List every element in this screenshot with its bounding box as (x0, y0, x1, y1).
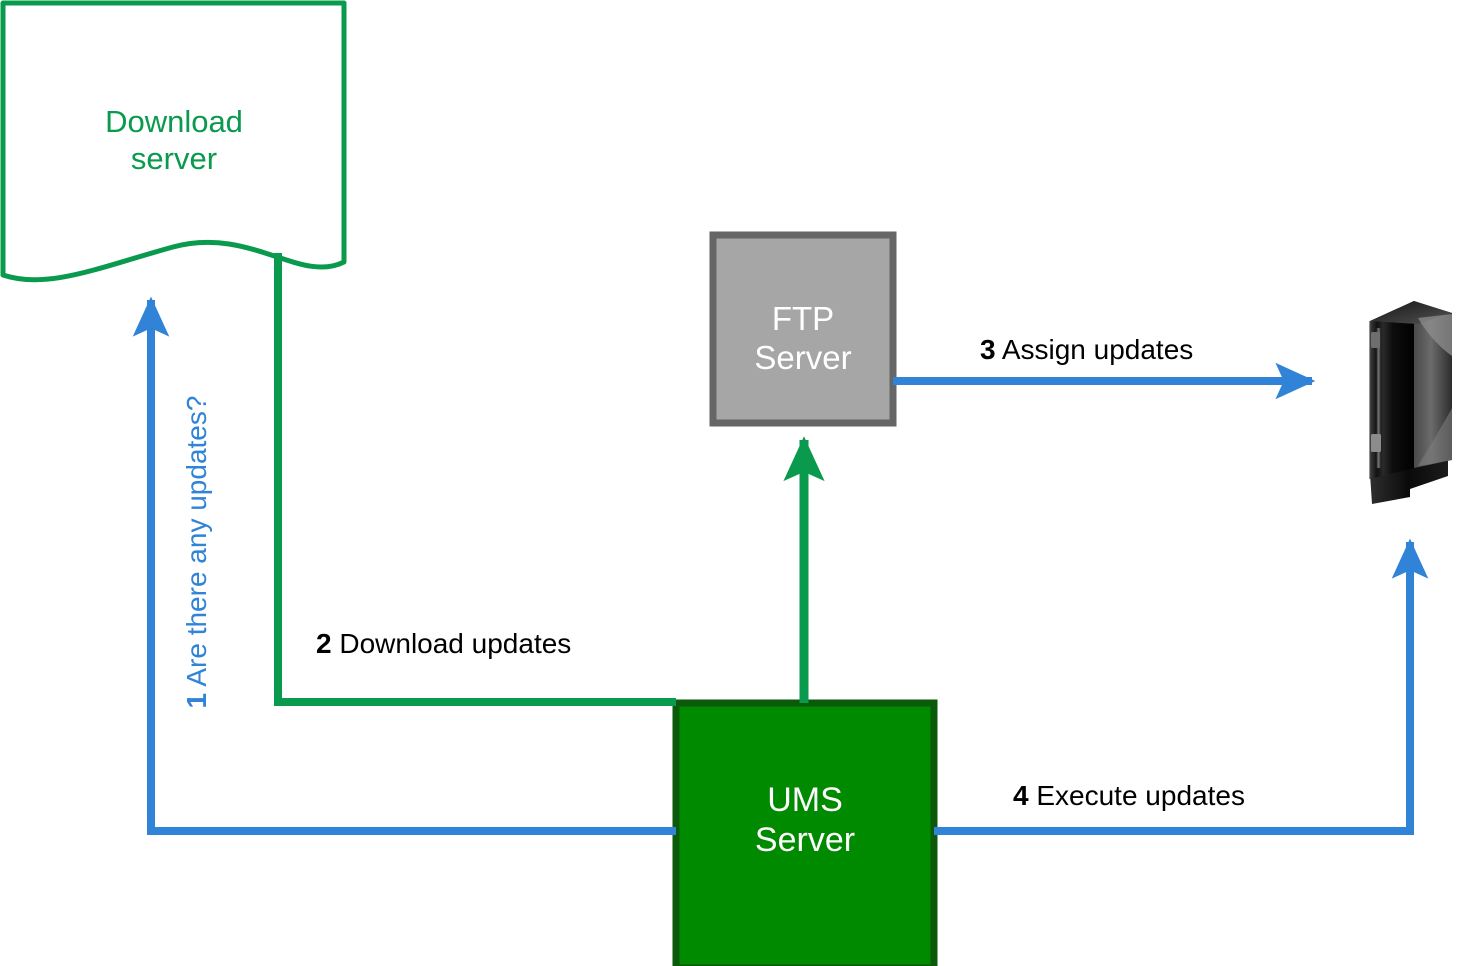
edge-2-download-updates[interactable] (274, 253, 676, 706)
download-server-shape (0, 0, 347, 283)
edge-2-path (274, 253, 676, 706)
ums-server-node[interactable] (672, 699, 938, 966)
edge-4-execute-updates[interactable] (934, 538, 1429, 835)
thin-client-device-icon[interactable] (1352, 288, 1460, 518)
download-server-node[interactable] (0, 0, 347, 283)
ftp-server-node[interactable] (709, 231, 897, 427)
edge-1-are-there-any-updates[interactable] (132, 296, 676, 835)
ftp-server-shape (709, 231, 897, 427)
edge-4-path (934, 538, 1429, 835)
edge-1-path (132, 296, 676, 835)
ums-server-shape (672, 699, 938, 966)
